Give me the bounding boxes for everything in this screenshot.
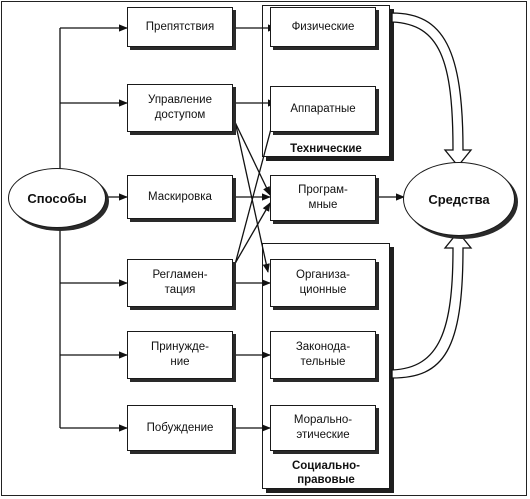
link-upr-org bbox=[232, 111, 270, 273]
method-box-prepyatstviya: Препятствия bbox=[127, 7, 233, 47]
social-legal-group bbox=[262, 243, 390, 489]
technical-group bbox=[262, 5, 390, 157]
link-upr-prog bbox=[232, 117, 271, 196]
means-ellipse: Средства bbox=[403, 162, 515, 236]
means-box-moralno-eticheskie: Морально- этические bbox=[270, 405, 376, 451]
means-box-programmnye: Програм- мные bbox=[270, 175, 376, 221]
means-box-zakonodatelnye: Законода- тельные bbox=[270, 331, 376, 379]
methods-ellipse: Способы bbox=[8, 168, 106, 228]
link-regl-prog bbox=[232, 202, 271, 268]
method-box-prinuzhdenie: Принужде- ние bbox=[127, 331, 233, 379]
link-regl-app bbox=[232, 109, 278, 273]
curved-arrow-bottom bbox=[391, 230, 473, 379]
technical-group-label: Технические bbox=[290, 143, 362, 155]
curved-arrow-top bbox=[391, 12, 473, 168]
social-legal-group-label: Социально- правовые bbox=[291, 460, 361, 486]
means-box-fizicheskie: Физические bbox=[270, 7, 376, 47]
means-box-organizatsionnye: Организа- ционные bbox=[270, 259, 376, 307]
means-box-apparatnye: Аппаратные bbox=[270, 86, 376, 132]
method-box-pobuzhdenie: Побуждение bbox=[127, 405, 233, 451]
method-box-upravlenie: Управление доступом bbox=[127, 84, 233, 132]
method-box-maskirovka: Маскировка bbox=[127, 175, 233, 219]
method-box-reglamentatsiya: Регламен- тация bbox=[127, 259, 233, 307]
